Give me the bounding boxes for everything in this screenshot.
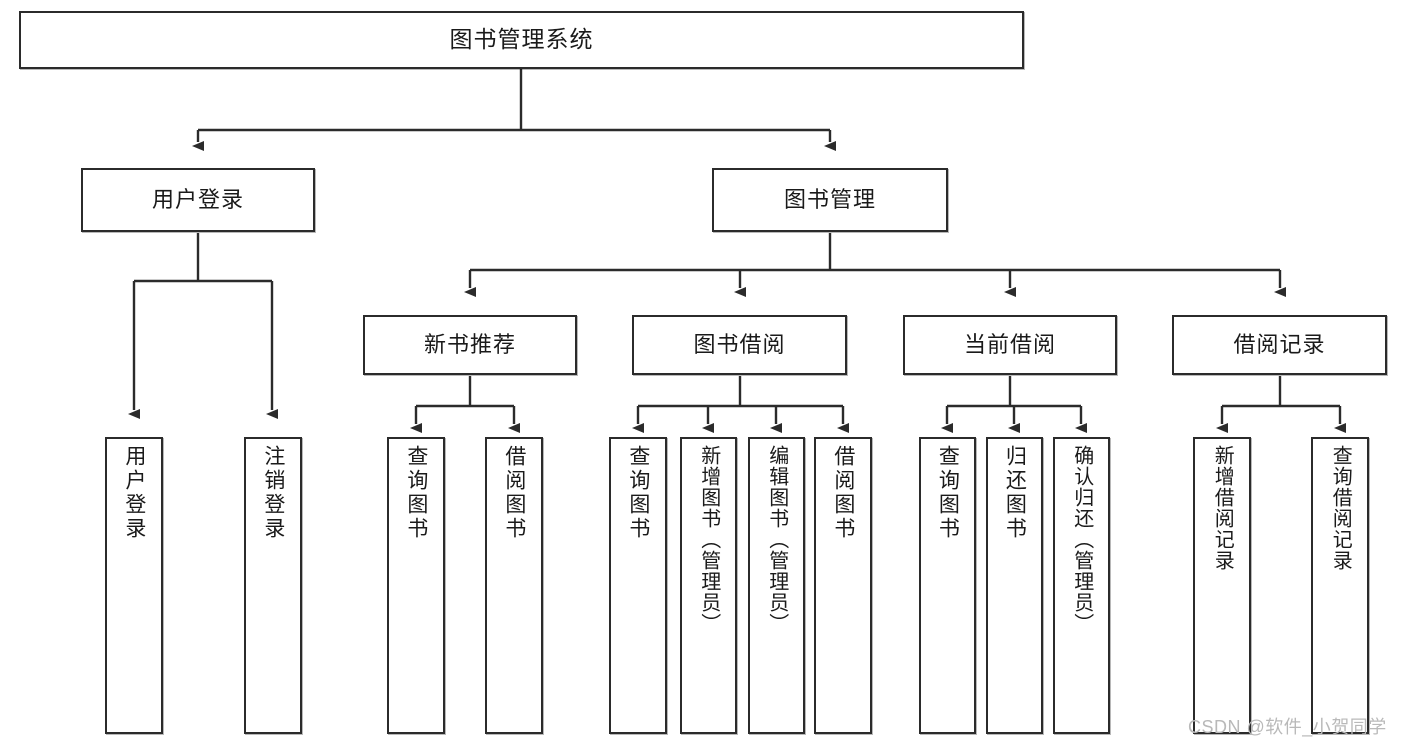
node-book-manage-label: 图书管理 bbox=[783, 186, 876, 212]
leaf-query-record[interactable]: 查询借阅记录 bbox=[1311, 437, 1369, 734]
leaf-query-book-3-label: 查询图书 bbox=[936, 445, 960, 541]
leaf-return-book[interactable]: 归还图书 bbox=[986, 437, 1043, 734]
leaf-borrow-book-1-label: 借阅图书 bbox=[502, 445, 526, 541]
watermark: CSDN @软件_小贺同学 bbox=[1188, 717, 1387, 737]
node-borrow-record-label: 借阅记录 bbox=[1233, 331, 1326, 357]
leaf-add-record-label: 新增借阅记录 bbox=[1211, 445, 1234, 571]
node-user-login[interactable]: 用户登录 bbox=[81, 168, 315, 232]
leaf-return-book-label: 归还图书 bbox=[1003, 445, 1027, 541]
leaf-query-book-1-label: 查询图书 bbox=[404, 445, 428, 541]
leaf-add-record[interactable]: 新增借阅记录 bbox=[1193, 437, 1251, 734]
leaf-query-record-label: 查询借阅记录 bbox=[1329, 445, 1352, 571]
leaf-confirm-return-label: 确认归还（管理员） bbox=[1070, 445, 1093, 634]
node-root[interactable]: 图书管理系统 bbox=[19, 11, 1024, 69]
leaf-confirm-return[interactable]: 确认归还（管理员） bbox=[1053, 437, 1110, 734]
leaf-query-book-2[interactable]: 查询图书 bbox=[609, 437, 667, 734]
leaf-edit-book-label: 编辑图书（管理员） bbox=[765, 445, 788, 634]
leaf-query-book-3[interactable]: 查询图书 bbox=[919, 437, 976, 734]
node-new-book-rec[interactable]: 新书推荐 bbox=[363, 315, 577, 375]
leaf-borrow-book-1[interactable]: 借阅图书 bbox=[485, 437, 543, 734]
leaf-borrow-book-2[interactable]: 借阅图书 bbox=[814, 437, 872, 734]
leaf-edit-book[interactable]: 编辑图书（管理员） bbox=[748, 437, 805, 734]
leaf-add-book-label: 新增图书（管理员） bbox=[697, 445, 720, 634]
leaf-add-book[interactable]: 新增图书（管理员） bbox=[680, 437, 737, 734]
node-new-book-rec-label: 新书推荐 bbox=[423, 331, 516, 357]
leaf-user-login-label: 用户登录 bbox=[122, 445, 146, 541]
leaf-logout[interactable]: 注销登录 bbox=[244, 437, 302, 734]
leaf-query-book-1[interactable]: 查询图书 bbox=[387, 437, 445, 734]
node-book-borrow-label: 图书借阅 bbox=[693, 331, 786, 357]
leaf-logout-label: 注销登录 bbox=[261, 445, 285, 541]
node-current-borrow[interactable]: 当前借阅 bbox=[903, 315, 1117, 375]
node-borrow-record[interactable]: 借阅记录 bbox=[1172, 315, 1387, 375]
leaf-user-login[interactable]: 用户登录 bbox=[105, 437, 163, 734]
node-book-borrow[interactable]: 图书借阅 bbox=[632, 315, 847, 375]
leaf-query-book-2-label: 查询图书 bbox=[626, 445, 650, 541]
node-book-manage[interactable]: 图书管理 bbox=[712, 168, 948, 232]
node-root-label: 图书管理系统 bbox=[449, 26, 594, 53]
node-current-borrow-label: 当前借阅 bbox=[963, 331, 1056, 357]
leaf-borrow-book-2-label: 借阅图书 bbox=[831, 445, 855, 541]
node-user-login-label: 用户登录 bbox=[151, 186, 244, 212]
